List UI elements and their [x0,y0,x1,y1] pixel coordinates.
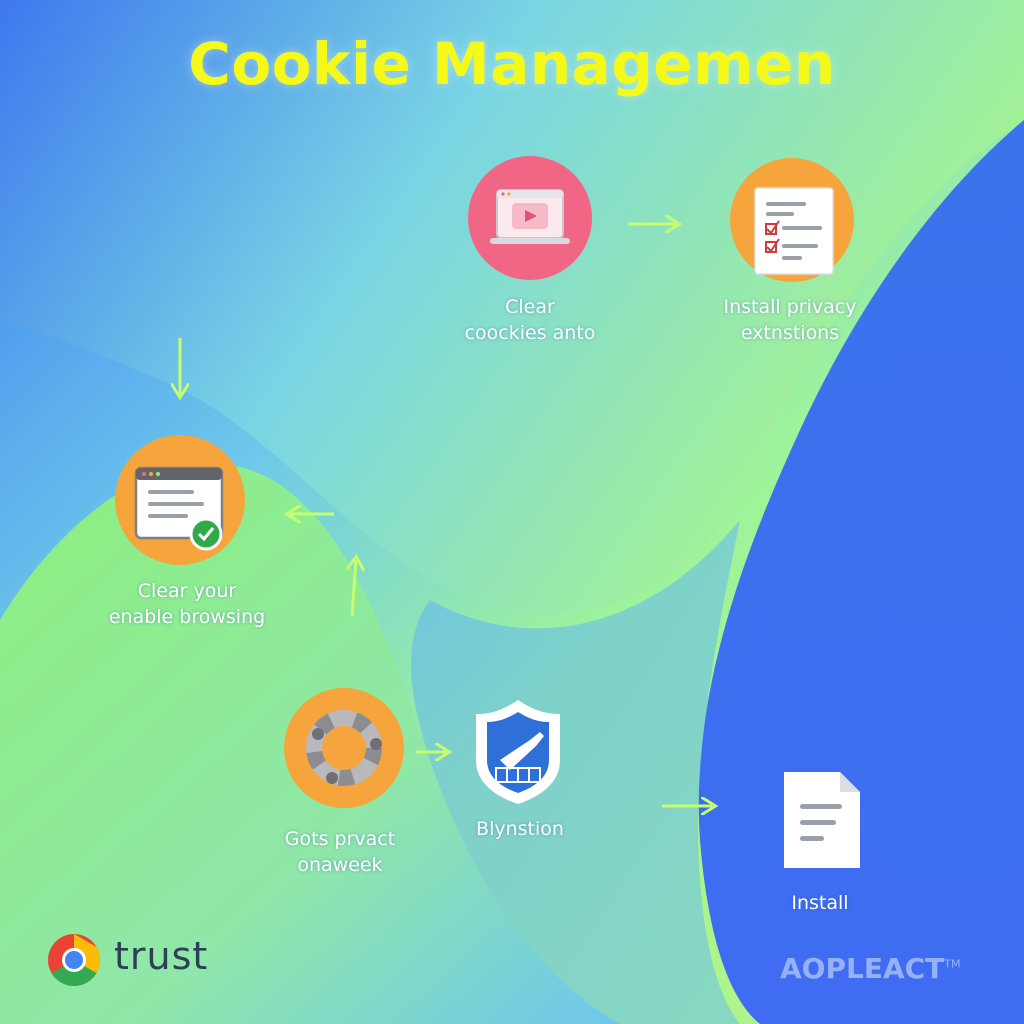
step-label-blynstion: Blynstion [420,816,620,842]
step-label-line: onaweek [297,854,383,876]
step-label-line: Blynstion [476,818,564,840]
step-label-line: Install privacy [723,296,857,318]
shield-icon [476,700,560,804]
step-label-line: enable browsing [108,606,266,628]
step-clear-browsing-node [115,435,245,565]
step-label-line: Clear [505,296,555,318]
diagram-title: Cookie Managemen [188,30,836,98]
background-middle-wave [411,520,740,1024]
brand-name: trust [114,934,209,978]
step-install-privacy-node [730,158,854,282]
arrow-up-from-gear [352,560,356,617]
checklist-document-icon [754,187,834,275]
step-clear-cookies-node [468,156,592,280]
step-label-install: Install [720,890,920,916]
step-label-install-privacy: Install privacy extnstions [690,294,890,346]
step-label-clear-cookies: Clear coockies anto [430,294,630,346]
flow-arrows [180,224,712,806]
browser-window-check-icon [134,466,224,551]
step-gots-privacy-node [284,688,404,808]
laptop-play-icon [490,189,570,244]
watermark-trademark: TM [944,957,961,971]
background-right-wave [698,120,1024,1024]
watermark: AOPLEACTTM [780,952,961,985]
step-label-line: Clear your [137,580,237,602]
chrome-logo [48,934,100,986]
document-icon [784,772,860,868]
step-blynstion-node [476,700,560,804]
background-top-wave [0,0,1024,614]
step-label-line: extnstions [740,322,840,344]
step-label-line: Gots prvact [284,828,396,850]
watermark-text: AOPLEACT [780,952,945,985]
step-label-clear-browsing: Clear your enable browsing [87,578,287,630]
step-label-gots-privacy: Gots prvact onaweek [240,826,440,878]
gear-ring-icon [306,710,382,786]
step-install-node [784,772,860,868]
step-label-line: Install [791,892,849,914]
step-label-line: coockies anto [464,322,596,344]
